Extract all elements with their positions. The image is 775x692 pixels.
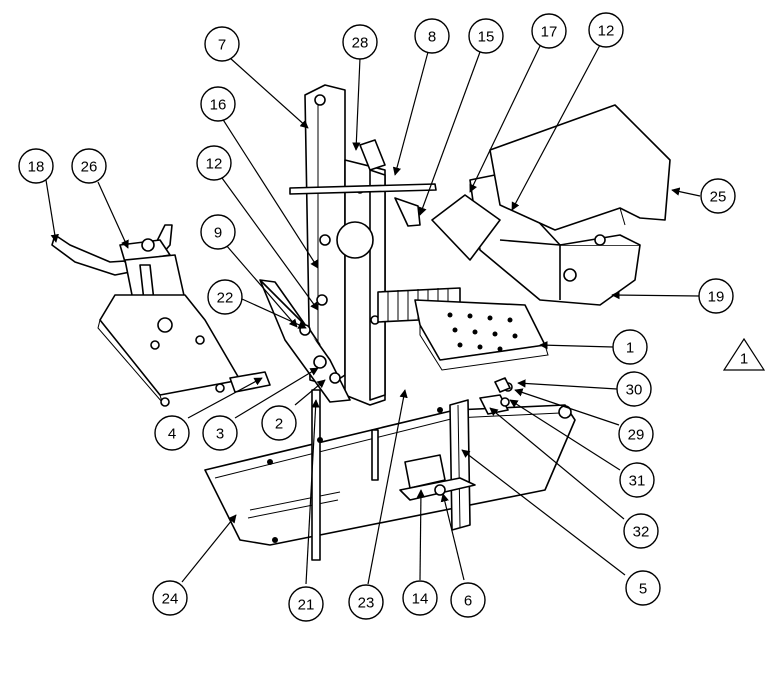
svg-text:21: 21 — [298, 597, 315, 614]
svg-text:17: 17 — [541, 24, 558, 41]
base-plate — [204, 404, 576, 546]
perforated-tray — [414, 299, 549, 371]
svg-text:26: 26 — [81, 159, 98, 176]
callout-bubble: 12 — [588, 12, 624, 48]
svg-text:12: 12 — [598, 23, 615, 40]
callout-bubble: 26 — [71, 148, 107, 184]
callout-bubble: 23 — [348, 584, 384, 620]
svg-text:3: 3 — [216, 426, 224, 443]
svg-text:25: 25 — [710, 189, 727, 206]
callout-bubble: 3 — [202, 415, 238, 451]
svg-text:5: 5 — [639, 581, 647, 598]
svg-text:16: 16 — [210, 97, 227, 114]
callout-bubble: 15 — [468, 18, 504, 54]
callout-bubble: 4 — [154, 415, 190, 451]
callout-bubble: 29 — [618, 416, 654, 452]
rod — [371, 429, 379, 481]
upright-member — [449, 399, 471, 531]
svg-text:30: 30 — [626, 382, 643, 399]
callout-bubble: 32 — [623, 513, 659, 549]
svg-text:1: 1 — [626, 340, 634, 357]
callout-bubble: 1 — [612, 329, 648, 365]
svg-text:32: 32 — [633, 524, 650, 541]
svg-text:29: 29 — [628, 427, 645, 444]
svg-text:6: 6 — [464, 593, 472, 610]
callout-bubble: 7 — [204, 26, 240, 62]
callout-bubble: 9 — [200, 214, 236, 250]
clamp-unit — [51, 224, 271, 407]
callout-bubble: 30 — [616, 371, 652, 407]
main-bracket-plate — [336, 139, 386, 406]
hardware-parts — [479, 377, 513, 415]
callout-bubble: 17 — [531, 13, 567, 49]
callout-bubble: 22 — [207, 279, 243, 315]
callout-bubble: 21 — [288, 586, 324, 622]
callout-bubble: 19 — [698, 278, 734, 314]
leader-lines — [45, 44, 701, 585]
svg-text:2: 2 — [275, 416, 283, 433]
svg-text:1: 1 — [740, 351, 748, 368]
callout-bubble: 12 — [196, 145, 232, 181]
parts-drawing — [51, 84, 671, 561]
svg-text:24: 24 — [162, 591, 179, 608]
callout-bubble: 5 — [625, 570, 661, 606]
callout-bubble: 16 — [200, 86, 236, 122]
svg-text:7: 7 — [218, 37, 226, 54]
revision-triangle: 1 — [722, 337, 766, 371]
callout-bubble: 2 — [261, 405, 297, 441]
svg-text:19: 19 — [708, 289, 725, 306]
callout-bubble: 6 — [450, 582, 486, 618]
svg-text:9: 9 — [214, 225, 222, 242]
svg-text:12: 12 — [206, 156, 223, 173]
svg-text:18: 18 — [28, 159, 45, 176]
horizontal-rod — [289, 183, 437, 227]
callouts: 7 28 8 15 17 12 16 12 9 22 18 26 25 19 1… — [18, 12, 736, 622]
callout-bubble: 25 — [700, 178, 736, 214]
callout-bubble: 31 — [619, 462, 655, 498]
svg-text:28: 28 — [352, 35, 369, 52]
svg-text:4: 4 — [168, 426, 176, 443]
svg-text:22: 22 — [217, 290, 234, 307]
svg-text:8: 8 — [428, 29, 436, 46]
cover — [489, 104, 671, 231]
callout-bubble: 28 — [342, 24, 378, 60]
svg-text:23: 23 — [358, 595, 375, 612]
svg-text:15: 15 — [478, 29, 495, 46]
svg-text:31: 31 — [629, 473, 646, 490]
callout-bubble: 24 — [152, 580, 188, 616]
svg-text:14: 14 — [412, 591, 429, 608]
callout-bubble: 18 — [18, 148, 54, 184]
callout-bubble: 14 — [402, 580, 438, 616]
callout-bubble: 8 — [414, 18, 450, 54]
